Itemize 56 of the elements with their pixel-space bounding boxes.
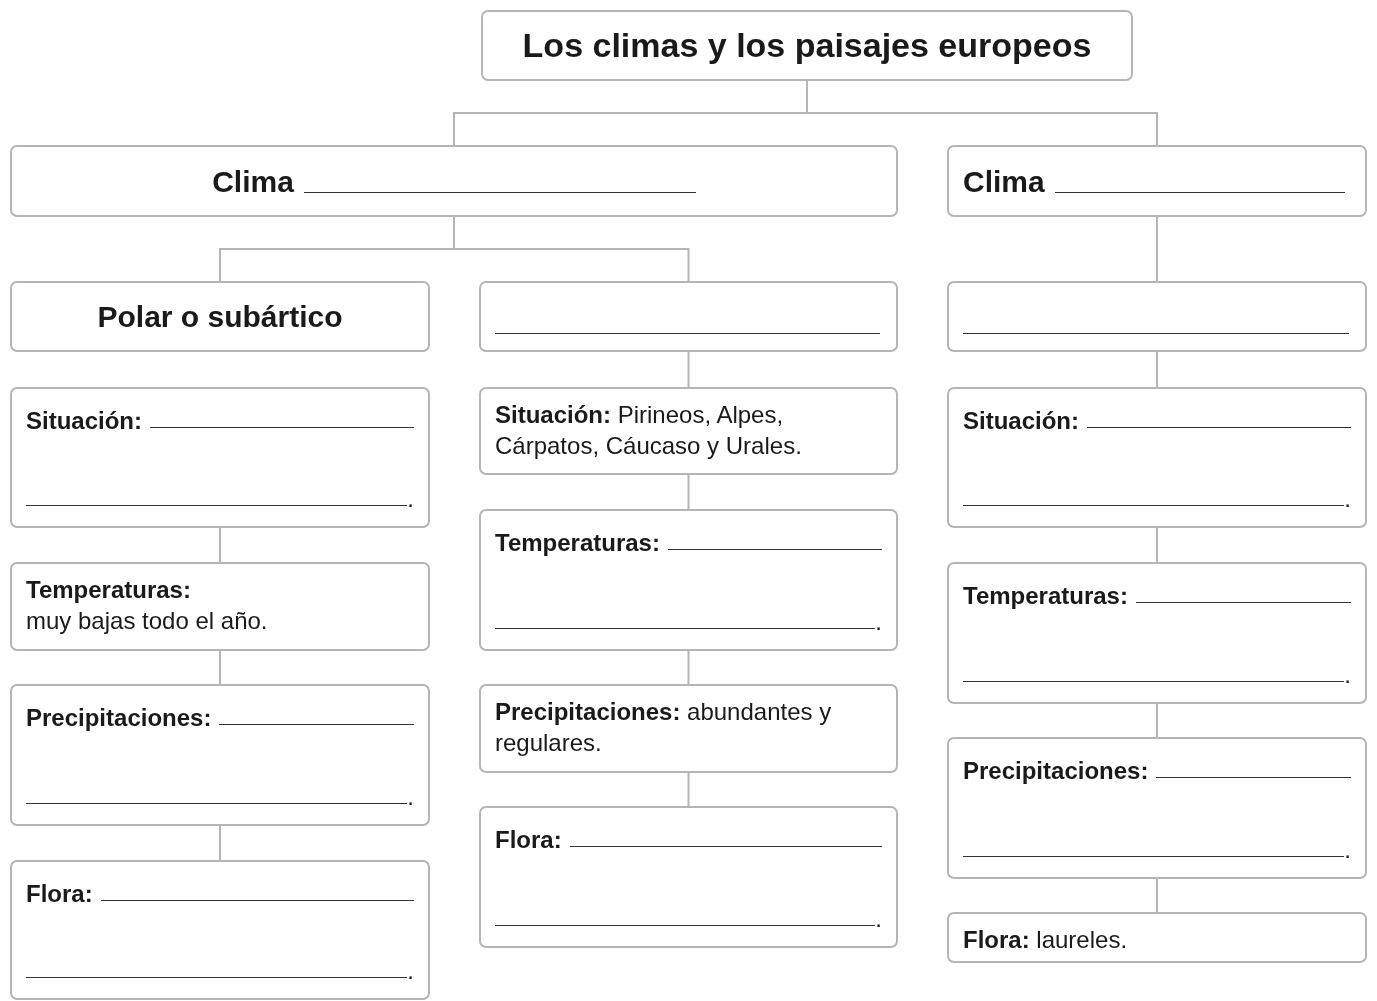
- period-mark: .: [875, 606, 882, 637]
- connector-line: [1156, 703, 1158, 738]
- period-mark: .: [1344, 659, 1351, 690]
- body-text: muy bajas todo el año.: [26, 606, 269, 637]
- heading-text: Clima: [963, 163, 1045, 200]
- field-label: Situación:: [26, 406, 142, 436]
- connector-line: [219, 527, 221, 563]
- concept-box: [10, 562, 430, 651]
- heading-text: Clima: [212, 163, 294, 200]
- field-label: Flora:: [26, 879, 93, 909]
- heading-text: Polar o subártico: [97, 299, 343, 335]
- field-label: Precipitaciones:: [26, 703, 212, 733]
- concept-box: [479, 387, 898, 475]
- field-label: Flora:: [495, 825, 562, 855]
- connector-line: [687, 474, 690, 510]
- field-label: Temperaturas:: [26, 575, 192, 605]
- concept-box: [479, 806, 898, 948]
- period-mark: .: [407, 955, 414, 986]
- connector-line: [1156, 527, 1158, 563]
- concept-box: [947, 387, 1367, 528]
- field-label: Situación:: [963, 406, 1079, 436]
- blank-box: [947, 281, 1367, 352]
- blank-box: [479, 281, 898, 352]
- period-mark: .: [875, 903, 882, 934]
- field-label: Temperaturas:: [963, 581, 1128, 611]
- concept-box: [10, 281, 430, 352]
- connector-line: [1156, 216, 1158, 282]
- connector-line: [687, 351, 690, 388]
- period-mark: .: [1344, 834, 1351, 865]
- connector-line: [1156, 351, 1158, 388]
- concept-box: [947, 912, 1367, 963]
- connector-line: [453, 216, 690, 282]
- concept-box: [10, 860, 430, 1000]
- concept-box: [947, 562, 1367, 704]
- body-text: Flora: laureles.: [963, 925, 1129, 955]
- body-text: Situación: Pirineos, Alpes, Cárpatos, Cáucaso y Urales.: [495, 400, 803, 462]
- concept-box: [947, 145, 1367, 217]
- concept-box: [947, 737, 1367, 879]
- concept-box: [481, 10, 1133, 81]
- concept-box: [10, 145, 898, 217]
- connector-line: [219, 825, 221, 861]
- concept-box: [479, 509, 898, 651]
- period-mark: .: [1344, 483, 1351, 514]
- period-mark: .: [407, 781, 414, 812]
- concept-box: [10, 387, 430, 528]
- field-label: Precipitaciones:: [963, 756, 1149, 786]
- heading-text: Los climas y los paisajes europeos: [522, 25, 1092, 67]
- field-label: Temperaturas:: [495, 528, 660, 558]
- body-text: Precipitaciones: abundantes y regulares.: [495, 697, 833, 759]
- connector-line: [687, 650, 690, 685]
- period-mark: .: [407, 483, 414, 514]
- concept-box: [479, 684, 898, 773]
- connector-line: [219, 650, 221, 685]
- concept-box: [10, 684, 430, 826]
- connector-line: [1156, 878, 1158, 913]
- connector-line: [687, 772, 690, 807]
